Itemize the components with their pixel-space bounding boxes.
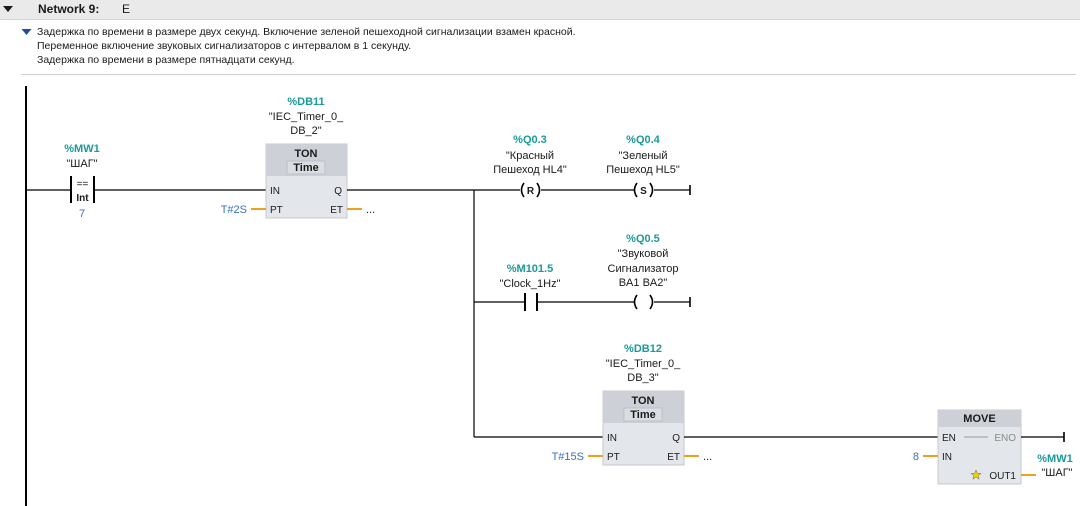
timer2-in-pin: IN — [607, 433, 617, 444]
comment-line-2: Переменное включение звуковых сигнализат… — [37, 40, 412, 52]
move-title: MOVE — [963, 413, 995, 425]
timer2-et-value[interactable]: ... — [703, 451, 712, 463]
comment-line-3: Задержка по времени в размере пятнадцати… — [37, 54, 295, 66]
move-header — [938, 410, 1021, 427]
move-eno-pin: ENO — [994, 433, 1016, 444]
move-out-pin: OUT1 — [989, 471, 1016, 482]
timer1-subtype-box[interactable] — [286, 160, 326, 175]
timer1-et-pin: ET — [330, 205, 343, 216]
compare-address: %MW1 — [64, 143, 99, 155]
timer2-subtype-box[interactable] — [623, 407, 663, 422]
move-en-pin: EN — [942, 433, 956, 444]
move-in-pin: IN — [942, 452, 952, 463]
coil-reset-symbol: R — [527, 186, 535, 197]
buzzer-address: %Q0.5 — [626, 233, 660, 245]
network-name[interactable]: E — [122, 2, 131, 16]
buzzer-name-2: Сигнализатор — [608, 263, 679, 275]
coil-set-name-2: Пешеход HL5" — [606, 164, 680, 176]
network-header: Network 9: E — [0, 0, 1080, 20]
coil-right-arc — [649, 182, 654, 198]
ton-timer-2[interactable]: %DB12 "IEC_Timer_0_ DB_3" TON Time IN Q … — [552, 343, 713, 466]
timer1-db-address: %DB11 — [287, 96, 324, 108]
timer2-pt-value[interactable]: T#15S — [552, 451, 584, 463]
clock-contact[interactable]: %M101.5 "Clock_1Hz" — [500, 263, 561, 311]
timer2-block-type: TON — [631, 395, 654, 407]
timer1-pt-value[interactable]: T#2S — [221, 204, 247, 216]
compare-operator: == — [77, 179, 89, 190]
coil-left-arc — [633, 294, 638, 310]
set-coil-green-pedestrian[interactable]: %Q0.4 "Зеленый Пешеход HL5" S — [606, 134, 680, 198]
network-comment[interactable]: Задержка по времени в размере двух секун… — [21, 26, 1076, 75]
buzzer-coil[interactable]: %Q0.5 "Звуковой Сигнализатор BA1 BA2" — [608, 233, 679, 310]
coil-set-symbol: S — [640, 186, 647, 197]
coil-right-arc — [649, 294, 654, 310]
timer1-db-name-2: DB_2" — [290, 125, 322, 137]
coil-reset-name-1: "Красный — [506, 150, 554, 162]
buzzer-name-3: BA1 BA2" — [619, 277, 668, 289]
coil-reset-address: %Q0.3 — [513, 134, 547, 146]
timer2-pt-pin: PT — [607, 452, 620, 463]
add-output-star-icon[interactable] — [970, 469, 982, 480]
move-in-value[interactable]: 8 — [913, 451, 919, 463]
timer2-db-address: %DB12 — [624, 343, 662, 355]
timer2-subtype: Time — [630, 409, 655, 421]
coil-left-arc — [520, 182, 525, 198]
collapse-comment-icon[interactable] — [21, 28, 32, 37]
move-block[interactable]: MOVE EN ENO IN OUT1 8 %MW1 "ШАГ" — [913, 409, 1073, 485]
ton-timer-1[interactable]: %DB11 "IEC_Timer_0_ DB_2" TON Time IN Q … — [221, 96, 375, 219]
timer2-db-name-2: DB_3" — [627, 372, 659, 384]
reset-coil-red-pedestrian[interactable]: %Q0.3 "Красный Пешеход HL4" R — [493, 134, 567, 198]
compare-contact[interactable]: %MW1 "ШАГ" == Int 7 — [64, 143, 99, 220]
clock-address: %M101.5 — [507, 263, 553, 275]
timer1-block-type: TON — [294, 148, 317, 160]
compare-value[interactable]: 7 — [79, 208, 85, 220]
timer1-in-pin: IN — [270, 186, 280, 197]
timer1-subtype: Time — [293, 162, 318, 174]
timer1-pt-pin: PT — [270, 205, 283, 216]
buzzer-name-1: "Звуковой — [618, 248, 669, 260]
network-title: Network 9: — [38, 2, 100, 16]
collapse-network-icon[interactable] — [2, 3, 14, 15]
timer1-q-pin: Q — [334, 186, 342, 197]
coil-reset-name-2: Пешеход HL4" — [493, 164, 567, 176]
timer2-et-pin: ET — [667, 452, 680, 463]
timer2-db-name-1: "IEC_Timer_0_ — [606, 358, 681, 370]
coil-right-arc — [536, 182, 541, 198]
coil-set-name-1: "Зеленый — [619, 150, 668, 162]
move-out-tag[interactable]: "ШАГ" — [1041, 467, 1072, 479]
timer1-db-name-1: "IEC_Timer_0_ — [269, 111, 344, 123]
move-out-address[interactable]: %MW1 — [1037, 453, 1072, 465]
compare-tag: "ШАГ" — [66, 158, 97, 170]
coil-set-address: %Q0.4 — [626, 134, 661, 146]
compare-type: Int — [76, 193, 89, 204]
comment-line-1: Задержка по времени в размере двух секун… — [37, 26, 576, 38]
timer2-q-pin: Q — [672, 433, 680, 444]
clock-name: "Clock_1Hz" — [500, 278, 561, 290]
coil-left-arc — [633, 182, 638, 198]
timer1-et-value[interactable]: ... — [366, 204, 375, 216]
